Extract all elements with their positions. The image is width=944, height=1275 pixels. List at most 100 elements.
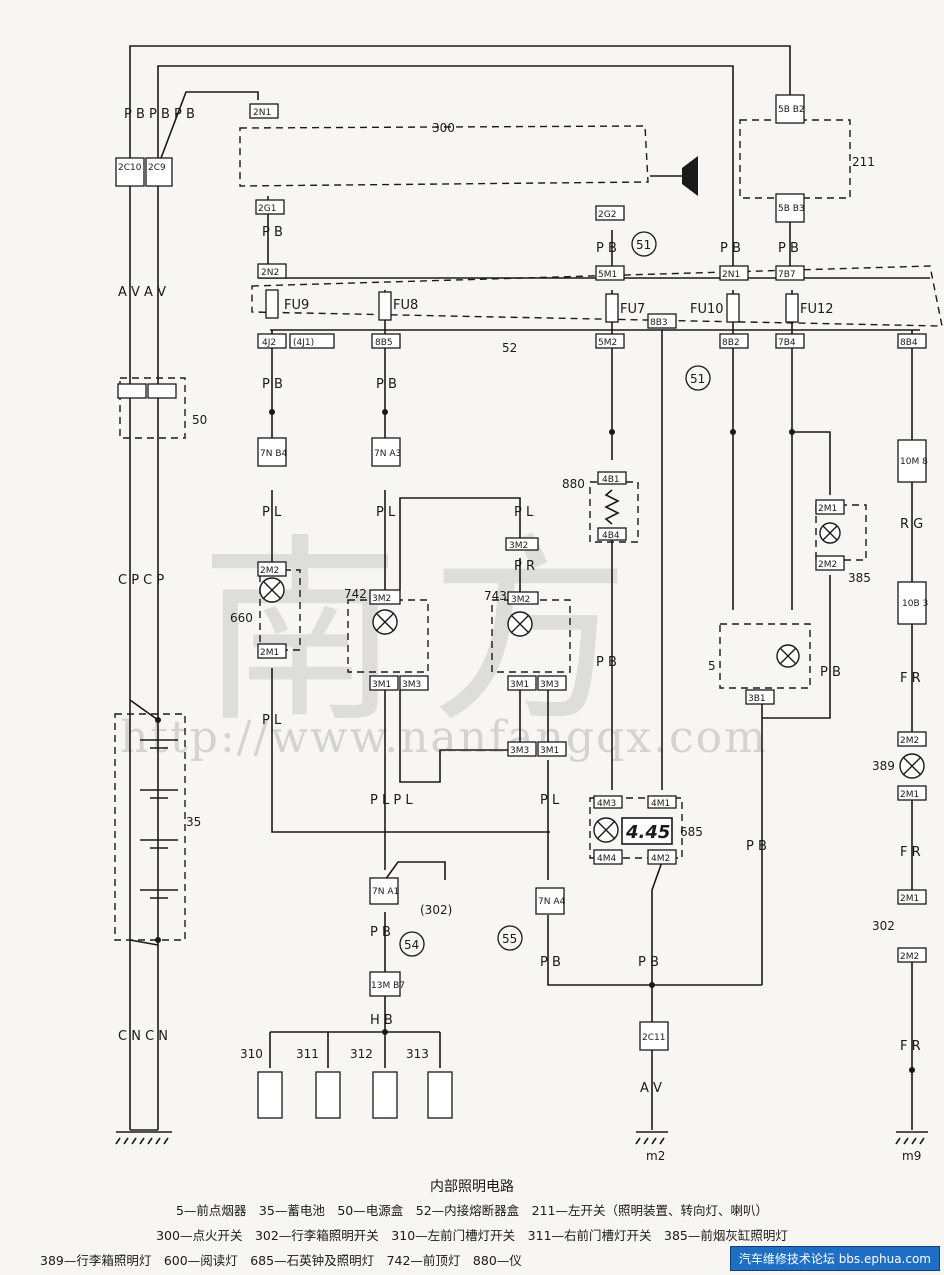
conn-2m1b: 2M1 bbox=[900, 790, 919, 800]
conn-8b3: 8B3 bbox=[650, 318, 668, 328]
junction-dots bbox=[155, 409, 915, 1073]
wire-labels: P B P B P B A V A V C P C P C N C N P B … bbox=[118, 107, 923, 1096]
lamp-5-icon bbox=[776, 644, 800, 668]
conn-3m2a: 3M2 bbox=[509, 541, 528, 551]
conn-5m1: 5M1 bbox=[598, 270, 617, 280]
conn-8b2: 8B2 bbox=[722, 338, 740, 348]
wire-label-hb: H B bbox=[370, 1013, 393, 1028]
wire-label-av2: A V bbox=[640, 1081, 662, 1096]
wire-label-cn: C N C N bbox=[118, 1029, 168, 1044]
comp-5: 5 bbox=[708, 659, 716, 673]
conn-7n-a3: 7N A3 bbox=[374, 449, 401, 459]
conn-4m1: 4M1 bbox=[651, 799, 670, 809]
clock-display-text: 4.45 bbox=[625, 822, 670, 843]
conn-3m3b: 3M3 bbox=[540, 680, 559, 690]
conn-2n1b: 2N1 bbox=[722, 270, 740, 280]
comp-385: 385 bbox=[848, 571, 871, 585]
fu8-label: FU8 bbox=[393, 298, 418, 313]
door-switches bbox=[257, 1071, 453, 1119]
horn-icon bbox=[650, 156, 698, 196]
wire-label-pl-2: P L bbox=[376, 505, 396, 520]
conn-2m1c: 2M1 bbox=[900, 894, 919, 904]
conn-10b3: 10B 3 bbox=[902, 599, 928, 609]
conn-2m2d: 2M2 bbox=[818, 560, 837, 570]
comp-302: 302 bbox=[872, 919, 895, 933]
comp-660: 660 bbox=[230, 611, 253, 625]
conn-7n-a4: 7N A4 bbox=[538, 897, 565, 907]
wire-label-pl-4: P L bbox=[262, 713, 282, 728]
ground-symbols bbox=[115, 1131, 928, 1145]
fuse-fu7: FU7 bbox=[605, 293, 645, 323]
switch-313 bbox=[427, 1071, 453, 1119]
wire-label-pb-2: P B bbox=[262, 377, 283, 392]
conn-3m1a: 3M1 bbox=[372, 680, 391, 690]
conn-2m2a: 2M2 bbox=[260, 566, 279, 576]
conn-8b4: 8B4 bbox=[900, 338, 918, 348]
lamp-742-icon bbox=[372, 609, 398, 635]
diagram-title: 内部照明电路 bbox=[430, 1179, 514, 1195]
ref-54: 54 bbox=[404, 938, 419, 952]
fuse-fu12: FU12 bbox=[785, 293, 834, 323]
wire-label-fr-2: F R bbox=[900, 845, 921, 860]
fu12-label: FU12 bbox=[800, 302, 834, 317]
conn-13m-b7: 13M B7 bbox=[371, 981, 405, 991]
conn-3m1c: 3M1 bbox=[540, 746, 559, 756]
comp-50: 50 bbox=[192, 413, 207, 427]
conn-5b-b2: 5B B2 bbox=[778, 105, 805, 115]
conn-4b1: 4B1 bbox=[602, 475, 620, 485]
wiring-diagram: FU9 FU8 FU7 FU10 FU12 2N1 2C10 2C9 2G1 2… bbox=[114, 45, 943, 1160]
conn-2m1a: 2M1 bbox=[260, 648, 279, 658]
lamp-685-icon bbox=[593, 817, 619, 843]
wire-label-pb-5: P B bbox=[596, 655, 617, 670]
wire-label-pr: P R bbox=[514, 559, 535, 574]
wire-label-pb-9: P B bbox=[746, 839, 767, 854]
wire-label-pl-3: P L bbox=[514, 505, 534, 520]
fuse-fu10: FU10 bbox=[690, 293, 740, 323]
fuse-fu9: FU9 bbox=[265, 289, 309, 319]
switch-312 bbox=[372, 1071, 398, 1119]
wire-label-rg: R G bbox=[900, 517, 923, 532]
legend-line-2: 300—点火开关 302—行李箱照明开关 310—左前门槽灯开关 311—右前门… bbox=[156, 1228, 788, 1243]
wire-label-pb-8: P B bbox=[820, 665, 841, 680]
lamps bbox=[259, 522, 925, 843]
forum-badge[interactable]: 汽车维修技术论坛 bbs.ephua.com bbox=[729, 1246, 940, 1271]
comp-685: 685 bbox=[680, 825, 703, 839]
conn-4j1: (4J1) bbox=[293, 338, 314, 348]
fuse-fu8: FU8 bbox=[378, 291, 418, 321]
wire-label-fr-3: F R bbox=[900, 1039, 921, 1054]
conn-2c9: 2C9 bbox=[148, 163, 166, 173]
wire-label-pl-5: P L bbox=[540, 793, 560, 808]
wire-label-cp: C P C P bbox=[118, 573, 164, 588]
conn-4b4: 4B4 bbox=[602, 531, 620, 541]
conn-4m3: 4M3 bbox=[597, 799, 616, 809]
conn-3b1: 3B1 bbox=[748, 694, 766, 704]
conn-2c10: 2C10 bbox=[118, 163, 142, 173]
conn-3m3c: 3M3 bbox=[510, 746, 529, 756]
wire-label-pb-7: P B bbox=[778, 241, 799, 256]
circled-refs: 51 51 54 55 bbox=[399, 231, 711, 957]
dashed-enclosures bbox=[114, 119, 943, 941]
ground-m9: m9 bbox=[902, 1149, 921, 1160]
clock-display: 4.45 bbox=[621, 817, 673, 845]
wire-label-fr-1: F R bbox=[900, 671, 921, 686]
conn-3m2c: 3M2 bbox=[511, 595, 530, 605]
comp-211: 211 bbox=[852, 155, 875, 169]
fu7-label: FU7 bbox=[620, 302, 645, 317]
switch-310 bbox=[257, 1071, 283, 1119]
conn-3m3a: 3M3 bbox=[402, 680, 421, 690]
switch-311 bbox=[315, 1071, 341, 1119]
conn-2c11: 2C11 bbox=[642, 1033, 665, 1043]
conn-3m2b: 3M2 bbox=[372, 594, 391, 604]
wire-label-pb-3: P B bbox=[376, 377, 397, 392]
legend-line-3: 389—行李箱照明灯 600—阅读灯 685—石英钟及照明灯 742—前顶灯 8… bbox=[40, 1253, 522, 1268]
comp-389: 389 bbox=[872, 759, 895, 773]
comp-310: 310 bbox=[240, 1047, 263, 1061]
ref-302: (302) bbox=[420, 903, 452, 917]
conn-8b5: 8B5 bbox=[375, 338, 393, 348]
conn-7n-a1: 7N A1 bbox=[372, 887, 399, 897]
conn-4m4: 4M4 bbox=[597, 854, 616, 864]
connectors: 2N1 2C10 2C9 2G1 2G2 2N2 5M1 2N1 7B7 4J2… bbox=[115, 94, 928, 1051]
conn-2g1: 2G1 bbox=[258, 204, 276, 214]
component-numbers: 300 211 50 52 35 660 742 743 880 385 5 3… bbox=[186, 121, 895, 1061]
battery-35-icon bbox=[140, 739, 178, 899]
